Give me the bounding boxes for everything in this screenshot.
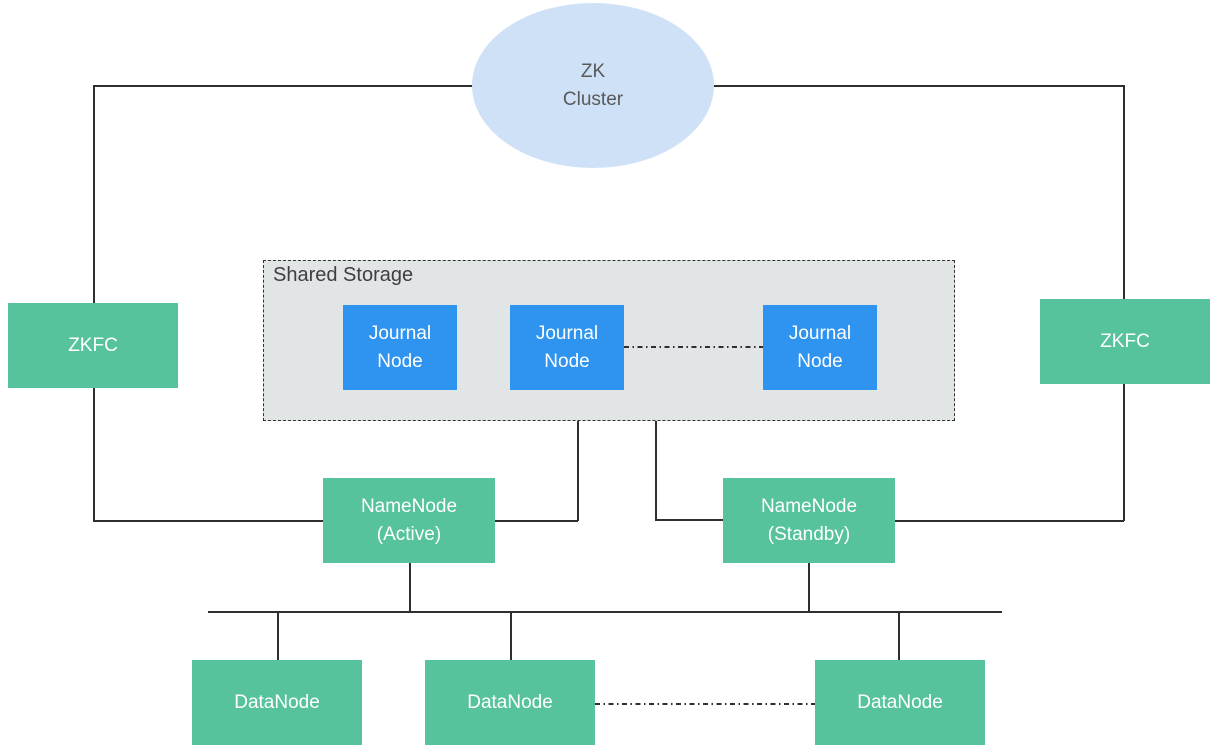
namenode-standby-label: NameNode (Standby) — [760, 495, 858, 545]
connector-left-zkfc-to-nn-active-h — [93, 520, 323, 522]
journalnode-2: Journal Node — [510, 305, 624, 390]
namenode-standby: NameNode (Standby) — [723, 478, 895, 563]
connector-nn-standby-to-bus-v — [808, 563, 810, 612]
datanode-ellipsis-line — [595, 703, 815, 705]
connector-zk-to-left-zkfc-h — [93, 85, 473, 87]
connector-left-zkfc-top-v — [93, 85, 95, 305]
shared-storage-label: Shared Storage — [273, 264, 414, 286]
zkfc-left: ZKFC — [8, 303, 178, 388]
connector-bus-to-datanode-3-v — [898, 611, 900, 660]
journalnode-3-label: Journal Node — [788, 322, 852, 372]
zk-cluster-node: ZK Cluster — [472, 3, 714, 168]
zkfc-left-label: ZKFC — [68, 334, 118, 356]
connector-nn-active-to-bus-v — [409, 563, 411, 612]
connector-right-zkfc-to-nn-standby-h — [895, 520, 1124, 522]
connector-bus-to-datanode-1-v — [277, 611, 279, 660]
datanode-3: DataNode — [815, 660, 985, 745]
journalnode-1-label: Journal Node — [368, 322, 432, 372]
datanode-2-label: DataNode — [467, 691, 553, 713]
connector-storage-to-nn-active-v — [577, 421, 579, 521]
datanode-1: DataNode — [192, 660, 362, 745]
connector-right-zkfc-bottom-v — [1123, 383, 1125, 521]
journalnode-1: Journal Node — [343, 305, 457, 390]
zk-cluster-label: ZK Cluster — [562, 60, 624, 110]
journalnode-2-label: Journal Node — [535, 322, 599, 372]
datanode-3-label: DataNode — [857, 691, 943, 713]
zkfc-right-label: ZKFC — [1100, 330, 1150, 352]
datanode-bus-line — [208, 611, 1002, 613]
journalnode-3: Journal Node — [763, 305, 877, 390]
connector-bus-to-datanode-2-v — [510, 611, 512, 660]
namenode-active: NameNode (Active) — [323, 478, 495, 563]
connector-storage-to-nn-standby-v — [655, 421, 657, 520]
connector-zk-to-right-zkfc-h — [713, 85, 1124, 87]
connector-storage-to-nn-active-h — [495, 520, 578, 522]
datanode-2: DataNode — [425, 660, 595, 745]
journalnode-ellipsis-line — [624, 346, 763, 348]
connector-left-zkfc-bottom-v — [93, 387, 95, 521]
zkfc-right: ZKFC — [1040, 299, 1210, 384]
connector-right-zkfc-top-v — [1123, 85, 1125, 300]
datanode-1-label: DataNode — [234, 691, 320, 713]
connector-storage-to-nn-standby-h — [655, 519, 723, 521]
namenode-active-label: NameNode (Active) — [360, 495, 458, 545]
